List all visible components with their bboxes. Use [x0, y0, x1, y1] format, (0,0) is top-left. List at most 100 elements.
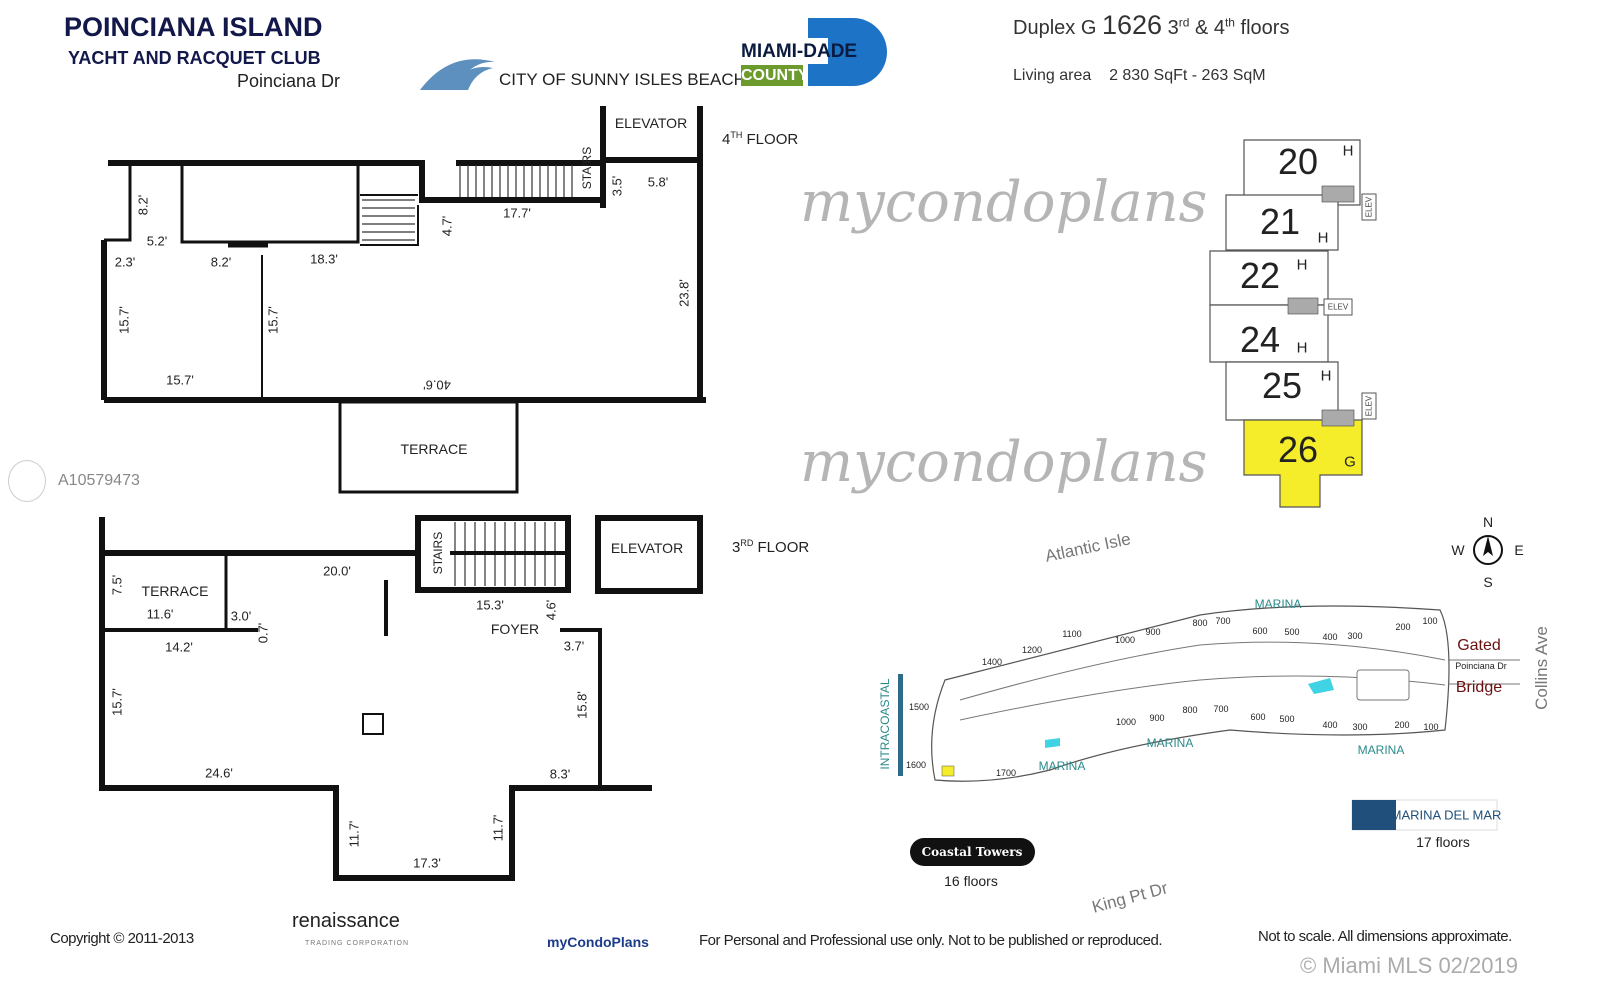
listing-id: A10579473 — [58, 472, 140, 489]
dimension-label: 11.6' — [146, 606, 174, 622]
coastal-towers-logo — [910, 838, 1035, 866]
tennis-courts — [1356, 669, 1410, 701]
building-number: 600 — [1252, 626, 1268, 636]
building-number: 1000 — [1114, 635, 1136, 645]
stair-icons — [1287, 185, 1355, 427]
living-area: Living area 2 830 SqFt - 263 SqM — [1013, 67, 1266, 85]
marina-del-mar-sun-icon — [1352, 800, 1396, 830]
building-number: 700 — [1215, 616, 1231, 626]
floors-word: floors — [1240, 17, 1290, 39]
building-number: 400 — [1322, 720, 1338, 730]
community-subtitle: YACHT AND RACQUET CLUB — [68, 48, 321, 68]
floor-sup: TH — [730, 130, 743, 140]
pool-icon — [1308, 678, 1334, 694]
gated-label: Gated — [1457, 637, 1501, 654]
compass-east: E — [1514, 542, 1524, 558]
bridge-label: Bridge — [1455, 679, 1503, 696]
building-number: 600 — [1250, 712, 1266, 722]
compass-icon — [1473, 535, 1503, 565]
compass-south: S — [1483, 574, 1493, 590]
dimension-label: 5.8' — [647, 174, 669, 190]
renaissance-logo: renaissance — [292, 910, 400, 932]
unit-location-marker — [941, 765, 955, 777]
dimension-label: TERRACE — [141, 583, 209, 599]
marina-label: MARINA — [1254, 597, 1302, 611]
dimension-label: 8.3' — [549, 766, 571, 782]
living-area-value: 2 830 SqFt - 263 SqM — [1109, 67, 1266, 84]
watermark-site: mycondoplans — [800, 430, 1208, 495]
dimension-label: 17.7' — [503, 205, 531, 221]
unit-outline-26-highlighted — [1243, 419, 1363, 508]
stack-unit-type: H — [1320, 367, 1332, 385]
marina-del-mar-label: MARINA DEL MAR — [1390, 807, 1502, 823]
dimension-label: 3.0' — [230, 608, 252, 624]
dimension-label: 20.0' — [323, 563, 351, 579]
sunny-isles-wave-icon — [420, 59, 495, 90]
dimension-label: FOYER — [490, 621, 540, 637]
floor-number: 4 — [722, 131, 731, 148]
stack-unit-number: 26 — [1277, 429, 1319, 470]
dimension-label: ELEVATOR — [614, 115, 688, 131]
floor-a: 3 — [1167, 17, 1179, 39]
floor-sup: RD — [740, 538, 754, 548]
pool-icon — [1045, 738, 1060, 748]
building-number: 1200 — [1021, 645, 1043, 655]
mls-logo-icon — [8, 460, 46, 502]
amp: & — [1194, 17, 1209, 39]
unit-type: Duplex G — [1013, 17, 1097, 39]
miami-dade-logo — [738, 18, 887, 86]
island-outline — [931, 605, 1450, 782]
building-number: 900 — [1149, 713, 1165, 723]
fourth-floor-stairs — [362, 165, 573, 241]
building-number: 1600 — [905, 760, 927, 770]
mls-watermark: © Miami MLS 02/2019 — [1300, 953, 1518, 978]
coastal-towers-label: Coastal Towers — [921, 845, 1023, 859]
building-number: 700 — [1213, 704, 1229, 714]
dimension-label: 14.2' — [165, 639, 193, 655]
building-number: 800 — [1182, 705, 1198, 715]
bridge-road — [1448, 659, 1520, 685]
building-number: 900 — [1145, 627, 1161, 637]
living-area-label: Living area — [1013, 67, 1092, 84]
watermark: mycondoplans — [800, 170, 1208, 235]
building-number: 800 — [1192, 618, 1208, 628]
stack-unit-type: H — [1317, 229, 1329, 247]
stack-unit-type: G — [1344, 453, 1356, 471]
fourth-floor-walls — [101, 106, 706, 494]
elevator-boxes — [1323, 193, 1377, 420]
stack-unit-type: H — [1296, 339, 1308, 357]
community-address: Poinciana Dr — [237, 71, 341, 91]
dimension-label: 3.7' — [563, 638, 585, 654]
renaissance-sub: TRADING CORPORATION — [305, 940, 410, 947]
dimension-label: 5.2' — [146, 233, 168, 249]
fourth-floor-title: 4TH FLOOR — [722, 130, 798, 148]
poinciana-dr-label: Poinciana Dr — [1455, 661, 1507, 671]
dimension-label: 8.2' — [210, 254, 232, 270]
usage-notice: For Personal and Professional use only. … — [699, 932, 1163, 949]
marina-del-mar-floors: 17 floors — [1416, 834, 1470, 850]
dimension-label: TERRACE — [400, 441, 468, 457]
dimension-label: 15.3' — [476, 597, 504, 613]
stack-unit-number: 22 — [1239, 255, 1281, 296]
stack-unit-number: 20 — [1277, 141, 1319, 182]
third-floor-title: 3RD FLOOR — [732, 538, 809, 556]
third-floor-stairs — [450, 522, 566, 586]
dimension-label: 2.3' — [114, 254, 136, 270]
compass-north: N — [1482, 514, 1494, 530]
marina-label: MARINA — [1038, 759, 1086, 773]
scale-notice: Not to scale. All dimensions approximate… — [1258, 928, 1512, 945]
building-number: 1500 — [908, 702, 930, 712]
building-number: 300 — [1347, 631, 1363, 641]
marina-label: MARINA — [1357, 743, 1405, 757]
coastal-towers-floors: 16 floors — [944, 873, 998, 889]
third-floor-walls — [99, 515, 703, 881]
floor-word: FLOOR — [757, 539, 810, 556]
building-number: 100 — [1422, 616, 1438, 626]
county-logo-text: MIAMI-DADE — [741, 41, 858, 62]
floor-b-sup: th — [1224, 15, 1235, 30]
dimension-label: ELEVATOR — [610, 540, 684, 556]
